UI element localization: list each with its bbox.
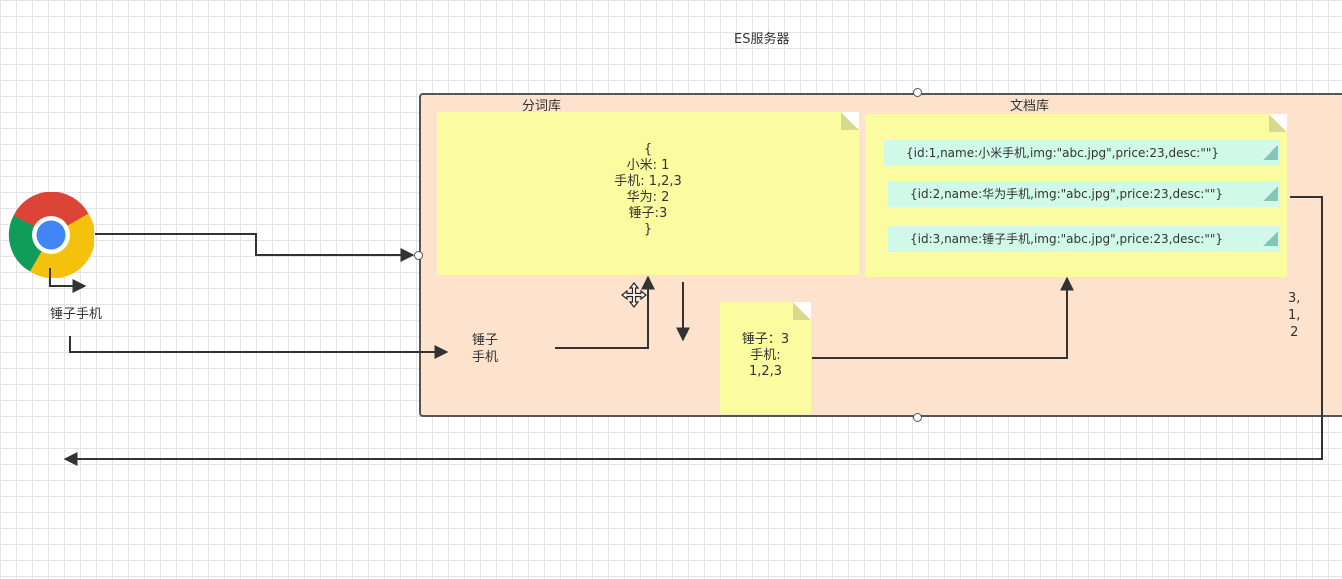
analyzer-library-label: 分词库 bbox=[522, 99, 562, 114]
arrow-documents-to-client bbox=[63, 196, 1323, 466]
note-fold-icon bbox=[793, 302, 811, 320]
doc-fold-icon bbox=[1262, 232, 1278, 246]
connection-handle-left[interactable] bbox=[414, 251, 423, 260]
arrow-browser-to-server bbox=[95, 233, 415, 262]
result-id: 3, bbox=[1288, 291, 1301, 306]
lookup-result-note[interactable]: 锤子：3 手机: 1,2,3 bbox=[720, 302, 811, 414]
lookup-result-content: 锤子：3 手机: 1,2,3 bbox=[720, 332, 811, 380]
index-entry: 小米: 1 bbox=[626, 158, 670, 173]
document-record[interactable]: {id:3,name:锤子手机,img:"abc.jpg",price:23,d… bbox=[888, 226, 1280, 252]
inverted-index-content: { 小米: 1 手机: 1,2,3 华为: 2 锤子:3 } bbox=[437, 142, 859, 238]
index-entry: 锤子:3 bbox=[628, 206, 668, 221]
doc-fold-icon bbox=[1262, 146, 1278, 160]
arrow-tokens-to-index bbox=[555, 275, 655, 349]
inverted-index-note[interactable]: { 小米: 1 手机: 1,2,3 华为: 2 锤子:3 } bbox=[437, 112, 859, 275]
document-library-label: 文档库 bbox=[1010, 99, 1050, 114]
lookup-line: 手机: bbox=[750, 348, 781, 363]
result-ids-label: 3, 1, 2 bbox=[1288, 290, 1300, 341]
connection-handle-top[interactable] bbox=[913, 88, 922, 97]
result-id: 2 bbox=[1290, 325, 1299, 340]
arrow-result-to-documents bbox=[812, 276, 1074, 359]
connection-handle-bottom[interactable] bbox=[913, 413, 922, 422]
index-open-brace: { bbox=[643, 142, 653, 157]
result-id: 1, bbox=[1288, 308, 1301, 323]
chrome-browser-icon[interactable] bbox=[8, 192, 94, 278]
document-record[interactable]: {id:1,name:小米手机,img:"abc.jpg",price:23,d… bbox=[884, 140, 1280, 166]
document-record[interactable]: {id:2,name:华为手机,img:"abc.jpg",price:23,d… bbox=[888, 181, 1280, 207]
document-text: {id:3,name:锤子手机,img:"abc.jpg",price:23,d… bbox=[910, 232, 1224, 246]
index-entry: 华为: 2 bbox=[626, 190, 670, 205]
es-server-title: ES服务器 bbox=[734, 32, 790, 47]
arrow-query-to-tokens bbox=[69, 336, 449, 359]
doc-fold-icon bbox=[1262, 187, 1278, 201]
client-query-label: 锤子手机 bbox=[50, 307, 103, 322]
token: 锤子 bbox=[472, 333, 499, 348]
document-text: {id:2,name:华为手机,img:"abc.jpg",price:23,d… bbox=[910, 187, 1224, 201]
index-entry: 手机: 1,2,3 bbox=[614, 174, 682, 189]
note-fold-icon bbox=[1269, 114, 1287, 132]
index-close-brace: } bbox=[643, 222, 653, 237]
note-fold-icon bbox=[841, 112, 859, 130]
connector-browser-stub bbox=[49, 268, 87, 293]
token: 手机 bbox=[472, 350, 499, 365]
document-text: {id:1,name:小米手机,img:"abc.jpg",price:23,d… bbox=[906, 146, 1220, 160]
lookup-line: 锤子：3 bbox=[741, 332, 790, 347]
tokens-label: 锤子 手机 bbox=[472, 332, 498, 366]
lookup-line: 1,2,3 bbox=[748, 364, 783, 379]
move-cursor-icon bbox=[621, 282, 647, 308]
